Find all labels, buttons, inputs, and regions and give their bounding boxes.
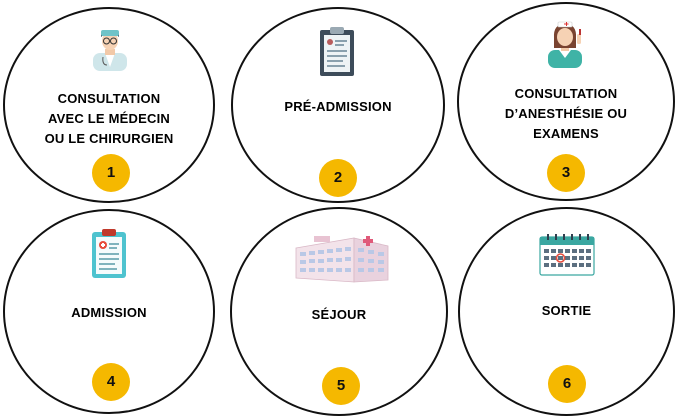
doctor-icon bbox=[87, 25, 133, 71]
step-4-label: ADMISSION bbox=[71, 305, 147, 320]
step-4-circle: ADMISSION 4 bbox=[3, 209, 215, 414]
step-4-number-badge: 4 bbox=[92, 363, 130, 401]
calendar-icon bbox=[538, 233, 596, 277]
step-6-circle: SORTIE 6 bbox=[458, 207, 675, 416]
step-2-label: PRÉ-ADMISSION bbox=[284, 99, 392, 114]
step-5-circle: SÉJOUR 5 bbox=[230, 207, 448, 416]
clipboard-icon bbox=[317, 25, 357, 77]
nurse-icon bbox=[543, 18, 587, 68]
step-3-circle: CONSULTATION D’ANESTHÉSIE OU EXAMENS 3 bbox=[457, 2, 675, 201]
step-5-number-badge: 5 bbox=[322, 367, 360, 405]
step-2-circle: PRÉ-ADMISSION 2 bbox=[231, 7, 445, 203]
step-1-circle: CONSULTATION AVEC LE MÉDECIN OU LE CHIRU… bbox=[3, 7, 215, 203]
hospital-building-icon bbox=[294, 234, 390, 284]
step-6-label: SORTIE bbox=[541, 303, 592, 318]
step-3-label: CONSULTATION D’ANESTHÉSIE OU EXAMENS bbox=[504, 86, 628, 141]
step-5-label: SÉJOUR bbox=[311, 307, 367, 322]
step-2-number-badge: 2 bbox=[319, 159, 357, 197]
step-6-number-badge: 6 bbox=[548, 365, 586, 403]
step-1-label: CONSULTATION AVEC LE MÉDECIN OU LE CHIRU… bbox=[44, 91, 174, 146]
step-3-number-badge: 3 bbox=[547, 154, 585, 192]
medical-clipboard-icon bbox=[89, 227, 129, 279]
step-1-number-badge: 1 bbox=[92, 154, 130, 192]
